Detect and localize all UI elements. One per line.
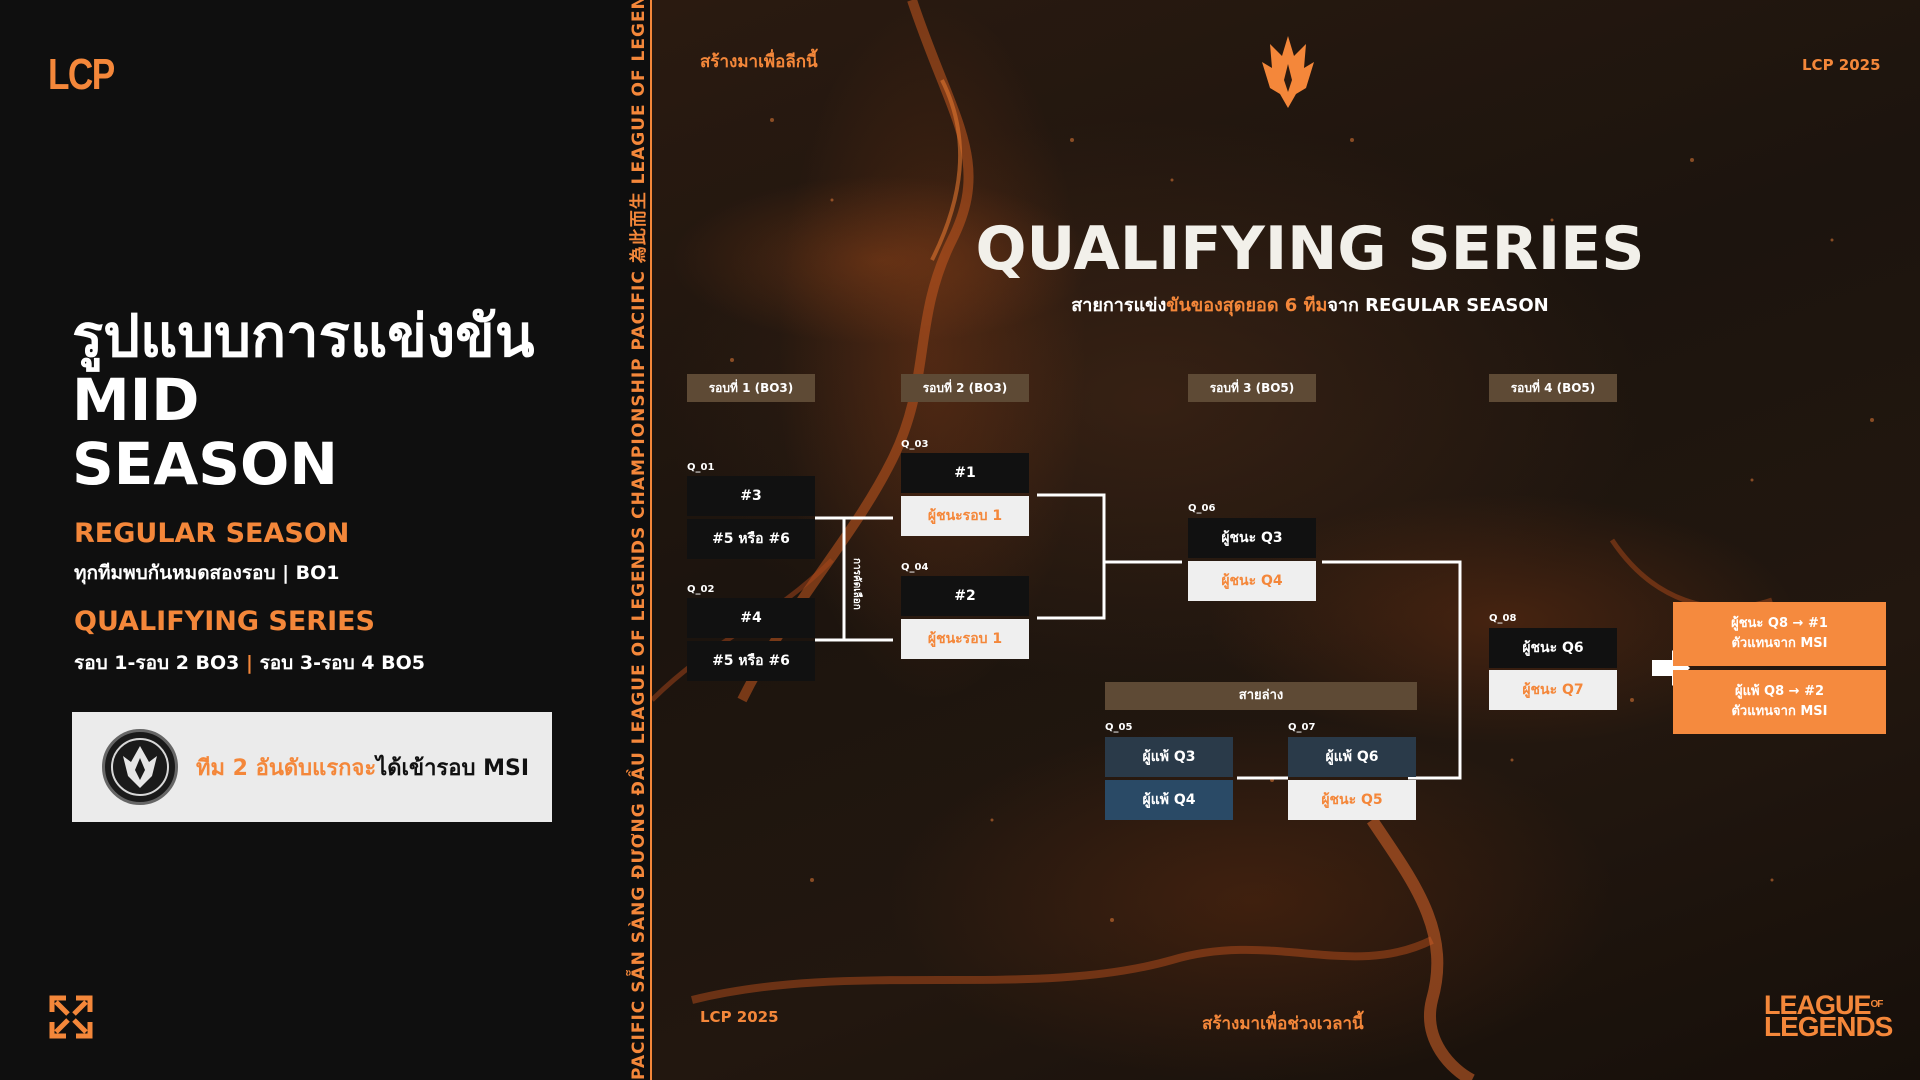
q04-bottom-slot: ผู้ชนะรอบ 1 (901, 619, 1029, 659)
qualifying-detail: รอบ 1-รอบ 2 BO3 | รอบ 3-รอบ 4 BO5 (74, 648, 425, 678)
round-2-label: รอบที่ 2 (BO3) (901, 374, 1029, 402)
match-id-q01: Q_01 (687, 462, 715, 473)
q08-bottom-slot: ผู้ชนะ Q7 (1489, 670, 1617, 710)
match-id-q02: Q_02 (687, 584, 715, 595)
lcp-logo: LCP (48, 50, 115, 99)
vertical-tagline-strip: PACIFIC SẴN SÀNG ĐƯƠNG ĐẦU LEAGUE OF LEG… (620, 0, 652, 1080)
msi-note-dark: ได้เข้ารอบ MSI (376, 756, 530, 781)
final-loser-line2: ตัวแทนจาก MSI (1731, 704, 1828, 719)
bottom-left-year: LCP 2025 (700, 1008, 779, 1026)
vertical-tagline: PACIFIC SẴN SÀNG ĐƯƠNG ĐẦU LEAGUE OF LEG… (629, 0, 649, 1080)
regular-season-detail: ทุกทีมพบกันหมดสองรอบ | BO1 (74, 562, 340, 584)
bottom-center-slogan: สร้างมาเพื่อช่วงเวลานี้ (1202, 1014, 1364, 1034)
final-loser-box: ผู้แพ้ Q8 → #2 ตัวแทนจาก MSI (1673, 670, 1886, 734)
title-line-2: MID (72, 366, 200, 434)
msi-emblem-icon (102, 729, 178, 805)
regular-season-heading: REGULAR SEASON (74, 518, 350, 549)
match-id-q08: Q_08 (1489, 613, 1517, 624)
expand-icon[interactable] (48, 994, 94, 1040)
q01-bottom-slot: #5 หรือ #6 (687, 519, 815, 559)
round-3-label: รอบที่ 3 (BO5) (1188, 374, 1316, 402)
q05-bottom-slot: ผู้แพ้ Q4 (1105, 780, 1233, 820)
q07-bottom-slot: ผู้ชนะ Q5 (1288, 780, 1416, 820)
match-id-q07: Q_07 (1288, 722, 1316, 733)
crown-icon (1262, 36, 1314, 108)
top-left-slogan: สร้างมาเพื่อลีกนี้ (700, 52, 818, 72)
q01-top-slot: #3 (687, 476, 815, 516)
title-line-1: รูปแบบการแข่งขัน (72, 302, 535, 370)
top-right-year: LCP 2025 (1802, 56, 1881, 74)
subtitle-a: สายการแข่ง (1071, 295, 1167, 316)
msi-note-text: ทีม 2 อันดับแรกจะได้เข้ารอบ MSI (196, 750, 529, 785)
final-loser-line1: ผู้แพ้ Q8 → #2 (1734, 684, 1825, 699)
msi-note-box: ทีม 2 อันดับแรกจะได้เข้ารอบ MSI (72, 712, 552, 822)
match-id-q06: Q_06 (1188, 503, 1216, 514)
q03-top-slot: #1 (901, 453, 1029, 493)
qualifying-detail-sep: | (239, 652, 260, 674)
random-draw-label: การคัดเลือก (850, 554, 866, 614)
msi-note-orange: ทีม 2 อันดับแรกจะ (196, 756, 377, 781)
q06-top-slot: ผู้ชนะ Q3 (1188, 518, 1316, 558)
match-id-q04: Q_04 (901, 562, 929, 573)
q07-top-slot: ผู้แพ้ Q6 (1288, 737, 1416, 777)
q02-top-slot: #4 (687, 598, 815, 638)
subtitle-b: ขันของสุดยอด 6 ทีม (1166, 295, 1328, 316)
qualifying-heading: QUALIFYING SERIES (74, 606, 376, 637)
logo-line2: LEGENDS (1764, 1011, 1893, 1042)
subtitle-c: จาก REGULAR SEASON (1327, 295, 1549, 316)
page-title: รูปแบบการแข่งขัน MID SEASON (72, 304, 612, 496)
final-winner-box: ผู้ชนะ Q8 → #1 ตัวแทนจาก MSI (1673, 602, 1886, 666)
lava-texture (652, 0, 1874, 1080)
qualifying-title: QUALIFYING SERIES (975, 214, 1645, 284)
lower-bracket-label: สายล่าง (1105, 682, 1417, 710)
round-1-label: รอบที่ 1 (BO3) (687, 374, 815, 402)
qualifying-detail-a: รอบ 1-รอบ 2 BO3 (74, 652, 240, 674)
q08-top-slot: ผู้ชนะ Q6 (1489, 628, 1617, 668)
logo-line1: LEAGUE (1764, 990, 1872, 1020)
q03-bottom-slot: ผู้ชนะรอบ 1 (901, 496, 1029, 536)
match-id-q03: Q_03 (901, 439, 929, 450)
q05-top-slot: ผู้แพ้ Q3 (1105, 737, 1233, 777)
q02-bottom-slot: #5 หรือ #6 (687, 641, 815, 681)
q04-top-slot: #2 (901, 576, 1029, 616)
title-line-3: SEASON (72, 430, 338, 498)
q06-bottom-slot: ผู้ชนะ Q4 (1188, 561, 1316, 601)
logo-of: OF (1870, 999, 1884, 1010)
match-id-q05: Q_05 (1105, 722, 1133, 733)
random-draw-text: การคัดเลือก (851, 558, 862, 610)
final-winner-line1: ผู้ชนะ Q8 → #1 (1731, 616, 1828, 631)
final-winner-line2: ตัวแทนจาก MSI (1731, 636, 1828, 651)
left-panel: LCP รูปแบบการแข่งขัน MID SEASON REGULAR … (0, 0, 620, 1080)
qualifying-subtitle: สายการแข่งขันของสุดยอด 6 ทีมจาก REGULAR … (652, 290, 1920, 319)
league-of-legends-logo: LEAGUEOF LEGENDS (1764, 992, 1894, 1042)
bracket-panel: สร้างมาเพื่อลีกนี้ LCP 2025 LCP 2025 สร้… (652, 0, 1920, 1080)
qualifying-detail-b: รอบ 3-รอบ 4 BO5 (259, 652, 425, 674)
round-4-label: รอบที่ 4 (BO5) (1489, 374, 1617, 402)
